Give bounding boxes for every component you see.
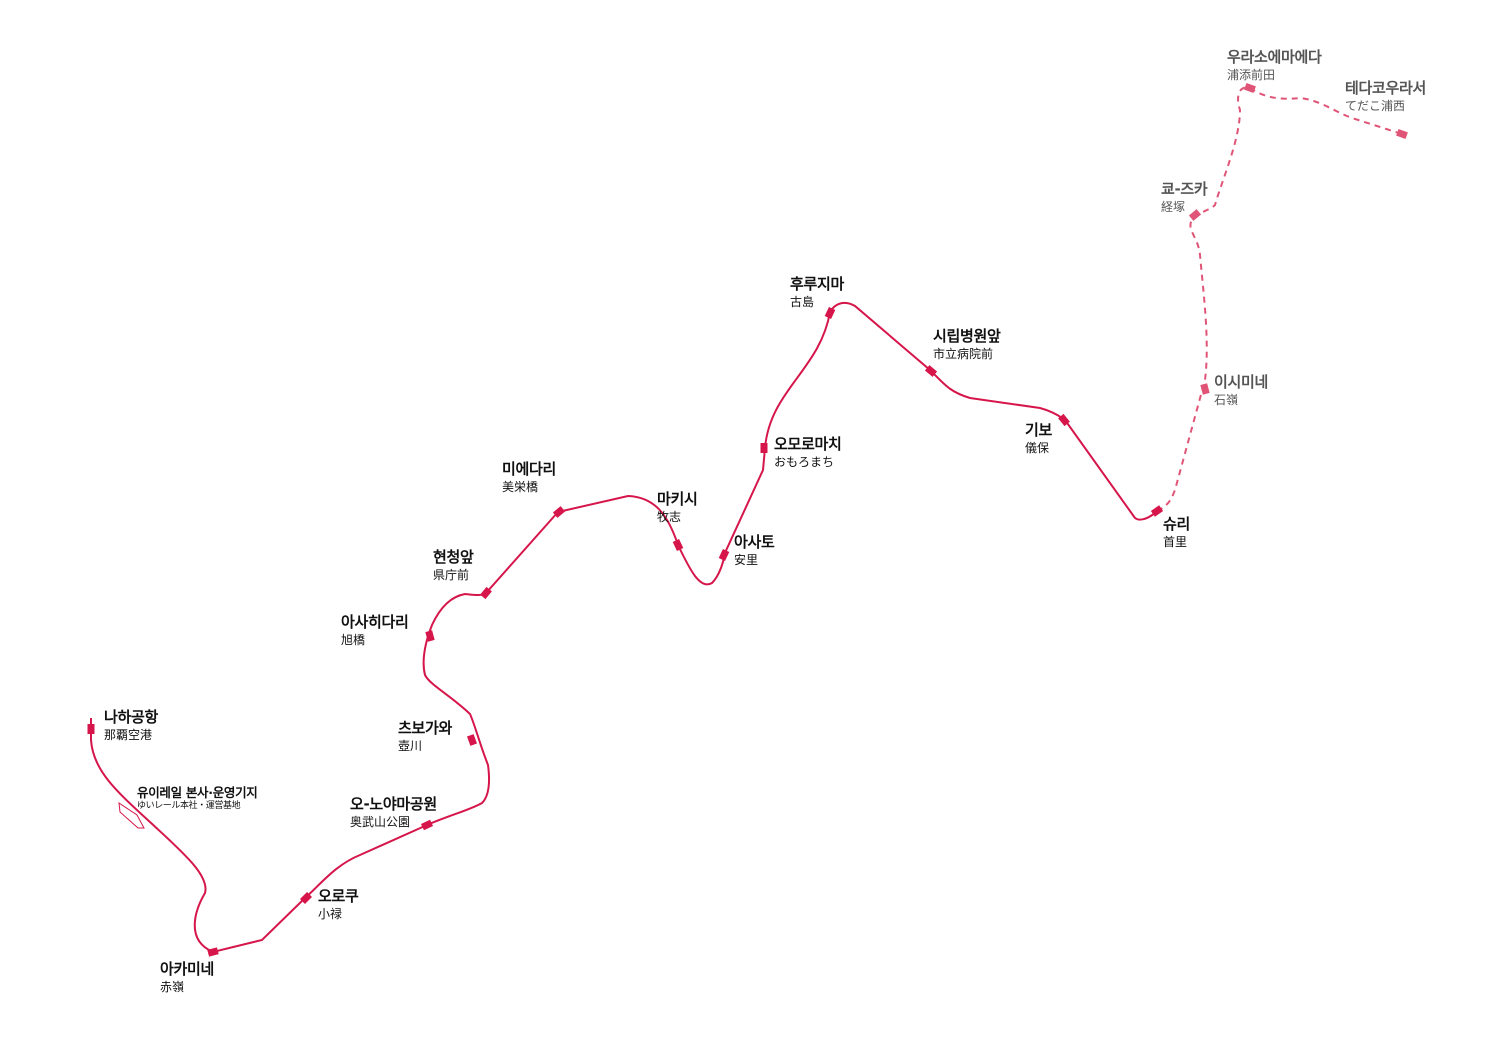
station-marker-makishi [672,538,684,552]
station-marker-shuri [1150,505,1164,517]
station-label-asahibashi[interactable]: 아사히다리 旭橋 [341,613,409,647]
station-name-ja: 小禄 [318,907,343,921]
station-name-ko: 이시미네 [1214,373,1269,391]
station-label-tsubogawa[interactable]: 츠보가와 壺川 [398,719,453,753]
station-name-ko: 오모로마치 [774,435,842,453]
station-marker-miebashi [552,506,566,518]
station-label-urasoe-maeda[interactable]: 우라소에마에다 浦添前田 [1227,48,1322,82]
station-marker-onoyama-koen [420,819,434,831]
station-name-ja: 奥武山公園 [350,815,411,829]
station-marker-kencho-mae [480,586,492,600]
station-name-ja: 那覇空港 [104,728,153,742]
station-name-ko: 오-노야마공원 [350,795,437,813]
station-name-ja: 浦添前田 [1227,68,1276,82]
station-name-ko: 기보 [1025,421,1053,439]
station-name-ko: 오로쿠 [318,887,359,905]
station-name-ja: 県庁前 [433,568,470,582]
station-label-ishimine[interactable]: 이시미네 石嶺 [1214,373,1269,407]
station-marker-urasoe-maeda [1244,83,1256,93]
station-label-akamine[interactable]: 아카미네 赤嶺 [160,960,215,994]
station-marker-naha-airport [87,724,95,734]
station-marker-furujima [824,306,836,320]
station-name-ja: 経塚 [1161,200,1186,214]
station-label-omoromachi[interactable]: 오모로마치 おもろまち [774,435,842,469]
station-name-ja: 安里 [734,553,759,567]
station-name-ja: 儀保 [1025,441,1050,455]
station-marker-asahibashi [425,630,435,642]
station-name-ko: 나하공항 [104,708,159,726]
station-label-gibo[interactable]: 기보 儀保 [1025,421,1053,455]
station-name-ko: 테다코우라서 [1345,79,1427,97]
station-name-ja: 壺川 [398,739,423,753]
station-name-ko: 우라소에마에다 [1227,48,1322,66]
station-name-ja: 旭橋 [341,633,366,647]
station-marker-ishimine [1200,383,1210,395]
station-name-ko: 미에다리 [502,460,557,478]
station-name-ko: 아카미네 [160,960,215,978]
station-label-furujima[interactable]: 후루지마 古島 [790,275,845,309]
station-label-shiritsu-byoin-mae[interactable]: 시립병원앞 市立病院前 [933,327,1001,361]
station-name-ko: 슈리 [1163,515,1191,533]
station-marker-tsubogawa [467,734,477,746]
open-line [90,301,1158,954]
station-marker-shiritsu-byoin-mae [924,365,938,377]
station-name-ja: てだこ浦西 [1345,99,1406,113]
station-label-miebashi[interactable]: 미에다리 美栄橋 [502,460,557,494]
future-line [1156,86,1406,512]
depot-name-ja: ゆいレール本社・運営基地 [137,800,241,811]
station-label-tedako-urasoe[interactable]: 테다코우라서 てだこ浦西 [1345,79,1427,113]
station-name-ja: 牧志 [657,510,682,524]
depot-name-ko: 유이레일 본사·운영기지 [137,785,258,800]
station-label-asato[interactable]: 아사토 安里 [734,533,775,567]
station-marker-akamine [207,947,219,957]
station-marker-tedako-urasoe [1396,129,1408,139]
station-name-ko: 시립병원앞 [933,327,1001,345]
station-name-ja: 首里 [1163,535,1188,549]
station-marker-asato [718,548,730,562]
station-name-ja: 古島 [790,295,815,309]
station-label-onoyama-koen[interactable]: 오-노야마공원 奥武山公園 [350,795,437,829]
station-name-ja: 市立病院前 [933,347,994,361]
station-name-ko: 아사토 [734,533,775,551]
station-marker-omoromachi [760,443,768,453]
station-marker-gibo [1058,413,1070,427]
depot-label: 유이레일 본사·운영기지 ゆいレール本社・運営基地 [137,785,258,811]
station-name-ko: 마키시 [657,490,698,508]
station-name-ja: 美栄橋 [502,480,539,494]
station-name-ja: 赤嶺 [160,980,185,994]
station-label-makishi[interactable]: 마키시 牧志 [657,490,698,524]
station-name-ko: 현청앞 [433,548,474,566]
station-name-ko: 츠보가와 [398,719,453,737]
station-name-ko: 쿄-즈카 [1161,180,1208,198]
station-label-oroku[interactable]: 오로쿠 小禄 [318,887,359,921]
station-name-ko: 아사히다리 [341,613,409,631]
station-markers [87,83,1408,957]
station-label-naha-airport[interactable]: 나하공항 那覇空港 [104,708,159,742]
station-label-shuri[interactable]: 슈리 首里 [1163,515,1191,549]
station-name-ko: 후루지마 [790,275,845,293]
station-marker-oroku [299,891,313,905]
station-marker-kyozuka [1188,209,1202,221]
station-label-kencho-mae[interactable]: 현청앞 県庁前 [433,548,474,582]
station-name-ja: 石嶺 [1214,393,1239,407]
depot-marker [118,801,145,829]
station-label-kyozuka[interactable]: 쿄-즈카 経塚 [1161,180,1208,214]
station-name-ja: おもろまち [774,455,835,469]
